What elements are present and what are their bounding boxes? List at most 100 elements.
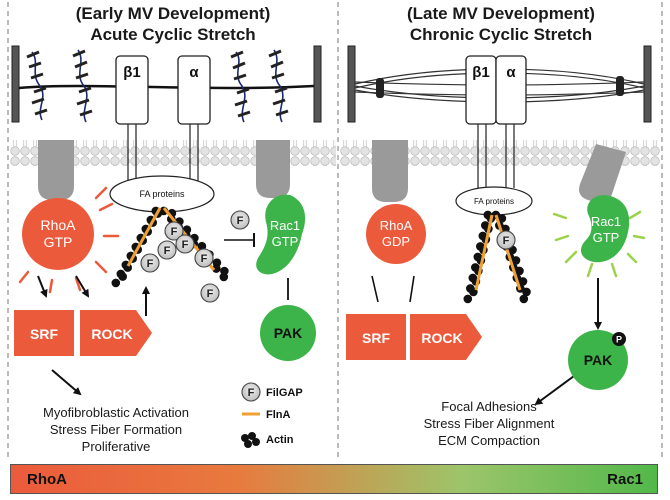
rhoa-label-line1: RhoA [380,218,413,233]
rac1-label-line2: GTP [272,234,299,249]
flna-strand [126,207,162,267]
legend-filgap-label: FilGAP [266,387,303,399]
actin-monomer [522,287,531,297]
left-outcome-line1: Myofibroblastic Activation [43,405,189,420]
srf-box [14,310,74,356]
rhoa-to-srf-line [371,275,379,303]
integrin-alpha-label: α [506,64,516,81]
collagen-strand [230,50,251,123]
rhoa-label-line2: GDP [382,234,410,249]
fiber-crosslink [616,76,624,96]
filgap-bound: F F F F F [140,221,214,273]
actin-monomer [463,294,473,304]
integrin-beta-label: β1 [472,64,490,81]
fiber-crosslink [376,78,384,98]
svg-text:F: F [248,387,255,399]
filgap-bound: F [496,230,516,250]
receptor-left [372,140,408,202]
right-title-line2: Chronic Cyclic Stretch [409,25,593,44]
phosphate-badge [612,332,626,346]
pak-node [260,305,316,361]
right-panel-title: (Late MV Development) Chronic Cyclic Str… [336,3,666,45]
right-outcome-line1: Focal Adhesions [441,399,537,414]
rac1-label-line1: Rac1 [270,218,300,233]
svg-text:F: F [164,245,171,257]
left-outcome-line2: Stress Fiber Formation [49,422,183,437]
svg-text:F: F [201,253,208,265]
srf-to-outcome-arrow [51,369,82,396]
collagen-strand [72,49,93,123]
rock-box [410,314,482,360]
rhoa-gdp-node: RhoA GDP [366,204,426,264]
rac1-label-line1: Rac1 [591,214,621,229]
pak-to-outcome-arrow [534,375,575,406]
legend: F FilGAP FlnA Actin [241,382,303,448]
integrin-alpha: α [495,55,527,188]
svg-text:F: F [147,258,154,270]
right-panel: β1 α FA proteins RhoA GDP [340,45,660,406]
flna-strand [494,214,522,291]
actin-monomer [219,272,229,282]
rhoa-to-srf-arrow [37,275,48,298]
receptor-right [256,140,290,198]
right-anchor-post [313,45,322,123]
right-anchor-post [643,45,652,123]
rac1-gtp-node: Rac1 GTP [552,195,646,278]
actin-monomer [515,266,524,276]
legend-actin-label: Actin [266,434,294,446]
rhoa-label-line2: GTP [44,234,73,250]
rac1-label-line2: GTP [593,230,620,245]
receptor-right-tilted [579,144,626,203]
rock-box [80,310,152,356]
svg-text:F: F [237,215,244,227]
srf-box [346,314,406,360]
left-panel-title: (Early MV Development) Acute Cyclic Stre… [8,3,338,45]
actin-monomer [212,264,221,273]
pak-label: PAK [584,352,613,368]
rhoa-to-rock-line [409,275,415,303]
rock-label: ROCK [91,326,132,342]
integrin-beta1: β1 [115,55,149,182]
svg-text:F: F [207,288,214,300]
ecm-fiber [18,84,315,90]
srf-label: SRF [30,326,58,342]
left-outcome-text: Myofibroblastic Activation Stress Fiber … [0,404,232,455]
gradient-right-label: Rac1 [607,471,643,488]
fa-proteins-label: FA proteins [139,189,185,199]
rock-label: ROCK [421,330,462,346]
svg-text:F: F [171,226,178,238]
collagen-strand [26,50,48,121]
right-outcome-text: Focal Adhesions Stress Fiber Alignment E… [374,398,604,449]
svg-text:F: F [182,239,189,251]
left-outcome-line3: Proliferative [81,439,151,454]
phosphate-label: P [616,335,622,345]
legend-filgap-icon [241,382,261,402]
pak-label: PAK [274,325,303,341]
actin-monomer [519,294,529,304]
actin-monomer [511,256,521,265]
left-panel: β1 α FA proteins RhoA GTP [10,45,336,396]
fa-proteins-label: FA proteins [474,197,514,206]
right-outcome-line3: ECM Compaction [438,433,540,448]
rac1-gtp-node: Rac1 GTP [256,194,306,275]
receptor-left [38,140,74,200]
filgap-free: F F [200,210,250,303]
rhoa-gtp-node: RhoA GTP [18,186,120,294]
rhoa-label-line1: RhoA [40,217,76,233]
flna-strand [474,214,494,291]
pak-node [568,330,628,390]
actin-monomer [497,214,507,223]
integrin-alpha: α [177,55,211,182]
left-title-line1: (Early MV Development) [75,4,271,23]
right-outcome-line2: Stress Fiber Alignment [423,416,555,431]
integrin-alpha-label: α [189,64,199,81]
gradient-left-label: RhoA [27,471,67,488]
legend-actin-icon [241,432,260,448]
legend-flna-label: FlnA [266,409,290,421]
integrin-beta-label: β1 [123,64,141,81]
left-title-line2: Acute Cyclic Stretch [90,25,256,44]
svg-text:F: F [503,235,510,247]
srf-label: SRF [362,330,390,346]
integrin-beta1: β1 [465,55,497,188]
